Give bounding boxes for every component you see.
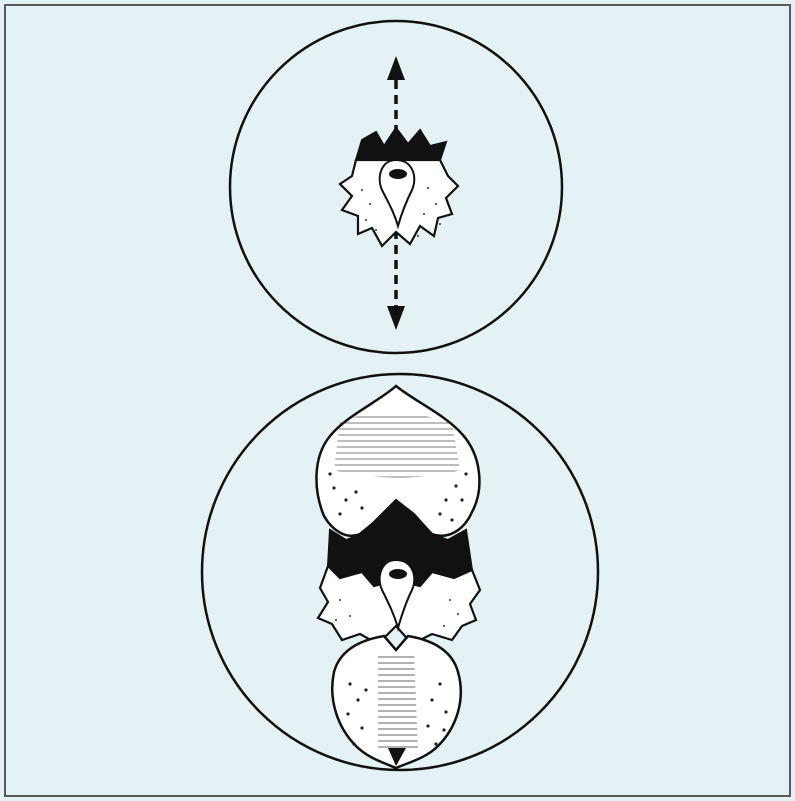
upper-cell-hatching [334,414,460,477]
star-cell-nucleolus [389,169,407,179]
middle-cell-nucleolus [389,569,407,579]
lower-cell-hatching [378,652,418,750]
